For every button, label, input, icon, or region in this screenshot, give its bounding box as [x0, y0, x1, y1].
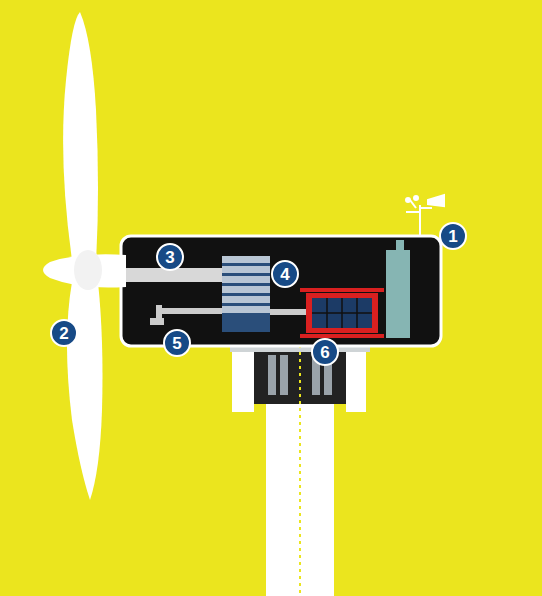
generator: [300, 288, 384, 338]
callout-circle: 1: [439, 222, 467, 250]
callout-circle: 6: [311, 338, 339, 366]
callout-number: 3: [165, 249, 174, 266]
yaw-housing: [232, 342, 366, 412]
nacelle: [121, 236, 441, 346]
callout-circle: 4: [271, 260, 299, 288]
callout-number: 5: [172, 335, 181, 352]
callout-number: 6: [320, 344, 329, 361]
callout-circle: 2: [50, 319, 78, 347]
upper-blade: [63, 12, 98, 262]
callout-circle: 3: [156, 243, 184, 271]
controller: [386, 240, 410, 338]
callout-number: 1: [448, 228, 457, 245]
callout-number: 4: [280, 266, 289, 283]
brake-shaft: [160, 308, 222, 314]
gearbox: [222, 256, 270, 332]
brake: [156, 305, 162, 319]
callout-number: 2: [59, 325, 68, 342]
high-speed-shaft: [270, 309, 308, 315]
cable-line: [299, 345, 301, 596]
callout-circle: 5: [163, 329, 191, 357]
lower-blade: [67, 282, 103, 500]
anemometer: [406, 195, 444, 236]
